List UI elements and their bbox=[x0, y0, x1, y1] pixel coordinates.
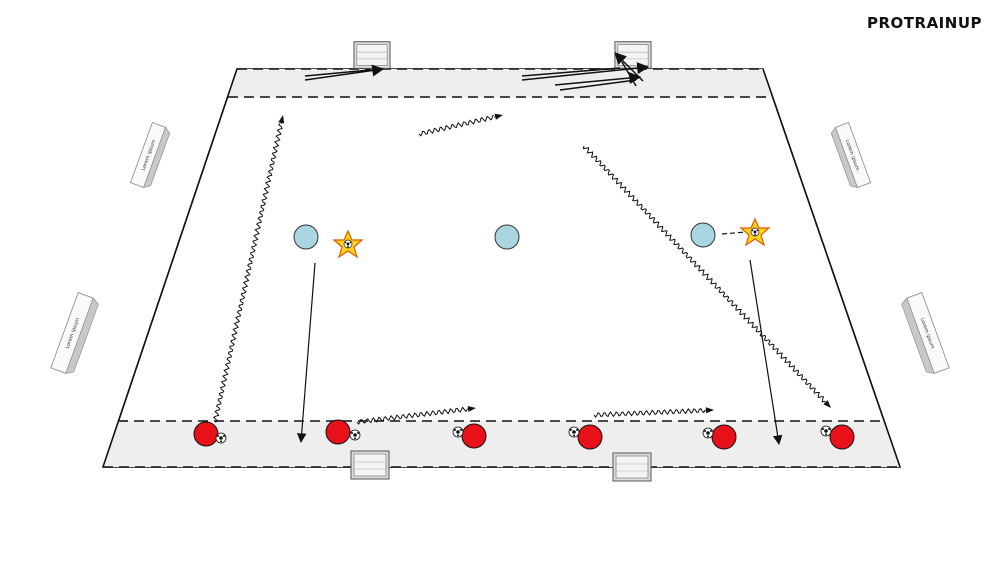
dribble-arrowhead bbox=[278, 115, 285, 124]
ad-board-icon: Lorem ipsum bbox=[830, 122, 872, 188]
dribble-path bbox=[356, 406, 468, 425]
mini-goal-icon bbox=[614, 41, 652, 69]
ad-board-icon: Lorem ipsum bbox=[901, 292, 950, 374]
mini-goal-icon bbox=[350, 450, 390, 480]
football-icon bbox=[820, 425, 832, 437]
football-icon bbox=[349, 429, 361, 441]
dribble-arrowhead bbox=[705, 407, 714, 414]
defender-player bbox=[690, 222, 716, 248]
bottom-end-zone bbox=[103, 421, 900, 467]
attacker-player bbox=[325, 419, 351, 445]
dribble-path bbox=[593, 407, 706, 418]
dribble-paths bbox=[212, 113, 831, 425]
dribble-stem bbox=[824, 401, 826, 403]
attacker-player bbox=[461, 423, 487, 449]
attacker-player bbox=[577, 424, 603, 450]
football-icon bbox=[568, 426, 580, 438]
ad-board-icon: Lorem ipsum bbox=[50, 292, 99, 374]
dribble-path bbox=[582, 145, 826, 403]
football-icon bbox=[702, 427, 714, 439]
attacker-player bbox=[193, 421, 219, 447]
dribble-arrowhead bbox=[823, 400, 831, 408]
dribble-arrowhead bbox=[494, 113, 503, 120]
football-icon bbox=[452, 426, 464, 438]
dribble-path bbox=[418, 114, 494, 137]
dribble-arrowhead bbox=[467, 406, 476, 412]
ad-board-icon: Lorem ipsum bbox=[129, 122, 171, 188]
brand-logo: PROTRAINUP bbox=[867, 14, 982, 32]
defender-runs bbox=[296, 231, 783, 445]
attacker-player bbox=[711, 424, 737, 450]
left-sideline bbox=[102, 68, 238, 468]
dribble-path bbox=[212, 123, 283, 423]
shot-lines bbox=[304, 52, 650, 91]
pitch-outline bbox=[101, 68, 902, 468]
star-icon bbox=[332, 229, 364, 259]
defender-player bbox=[494, 224, 520, 250]
football-icon bbox=[215, 432, 227, 444]
top-end-zone bbox=[228, 69, 772, 97]
mini-goal-icon bbox=[612, 452, 652, 482]
attacker-player bbox=[829, 424, 855, 450]
mini-goal-icon bbox=[353, 41, 391, 69]
defender-player bbox=[293, 224, 319, 250]
right-sideline bbox=[762, 68, 901, 468]
star-icon bbox=[739, 217, 771, 247]
